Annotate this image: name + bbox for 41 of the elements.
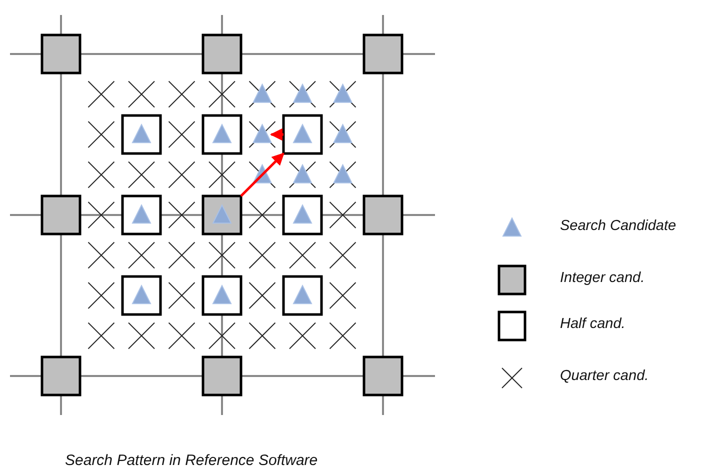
integer-candidate-square: [362, 34, 404, 74]
half-candidate-square: [121, 275, 162, 316]
search-candidate-icon: [332, 83, 353, 103]
half-candidate-square: [282, 114, 323, 155]
search-candidate-icon: [212, 123, 232, 144]
search-candidate-icon: [292, 204, 312, 224]
search-candidate-icon: [252, 164, 272, 184]
caption: Search Pattern in Reference Software: [65, 452, 318, 469]
integer-candidate-square: [40, 34, 82, 74]
half-candidate-square: [202, 114, 242, 155]
search-candidate-icon: [132, 284, 152, 304]
integer-candidate-square: [202, 194, 242, 236]
half-candidate-square: [282, 194, 323, 236]
search-candidate-icon: [132, 123, 152, 144]
integer-candidate-square: [362, 356, 404, 396]
arrow: [270, 128, 284, 141]
legend-label: Integer cand.: [560, 270, 645, 286]
integer-candidate-square: [40, 194, 82, 236]
legend-label: Search Candidate: [560, 218, 676, 234]
half-candidate-square: [121, 114, 162, 155]
integer-candidate-square: [202, 34, 242, 74]
arrow: [240, 152, 284, 197]
search-candidate-icon: [252, 123, 272, 144]
search-candidate-icon: [132, 204, 152, 224]
integer-candidate-square: [40, 356, 82, 396]
integer-candidate-square: [362, 194, 404, 236]
search-candidate-icon: [332, 123, 353, 144]
half-candidate-square: [282, 275, 323, 316]
search-candidate-icon: [252, 83, 272, 103]
search-candidate-icon: [212, 204, 232, 224]
search-candidate-icon: [292, 164, 312, 184]
search-candidate-icon: [332, 164, 353, 184]
search-candidate-icon: [212, 284, 232, 304]
half-candidate-square: [121, 194, 162, 236]
search-candidate-icon: [292, 284, 312, 304]
integer-candidate-square: [202, 356, 242, 396]
legend-label: Half cand.: [560, 316, 626, 332]
search-candidate-icon: [292, 123, 312, 144]
half-candidate-square: [202, 275, 242, 316]
legend-label: Quarter cand.: [560, 368, 649, 384]
search-candidate-icon: [292, 83, 312, 103]
